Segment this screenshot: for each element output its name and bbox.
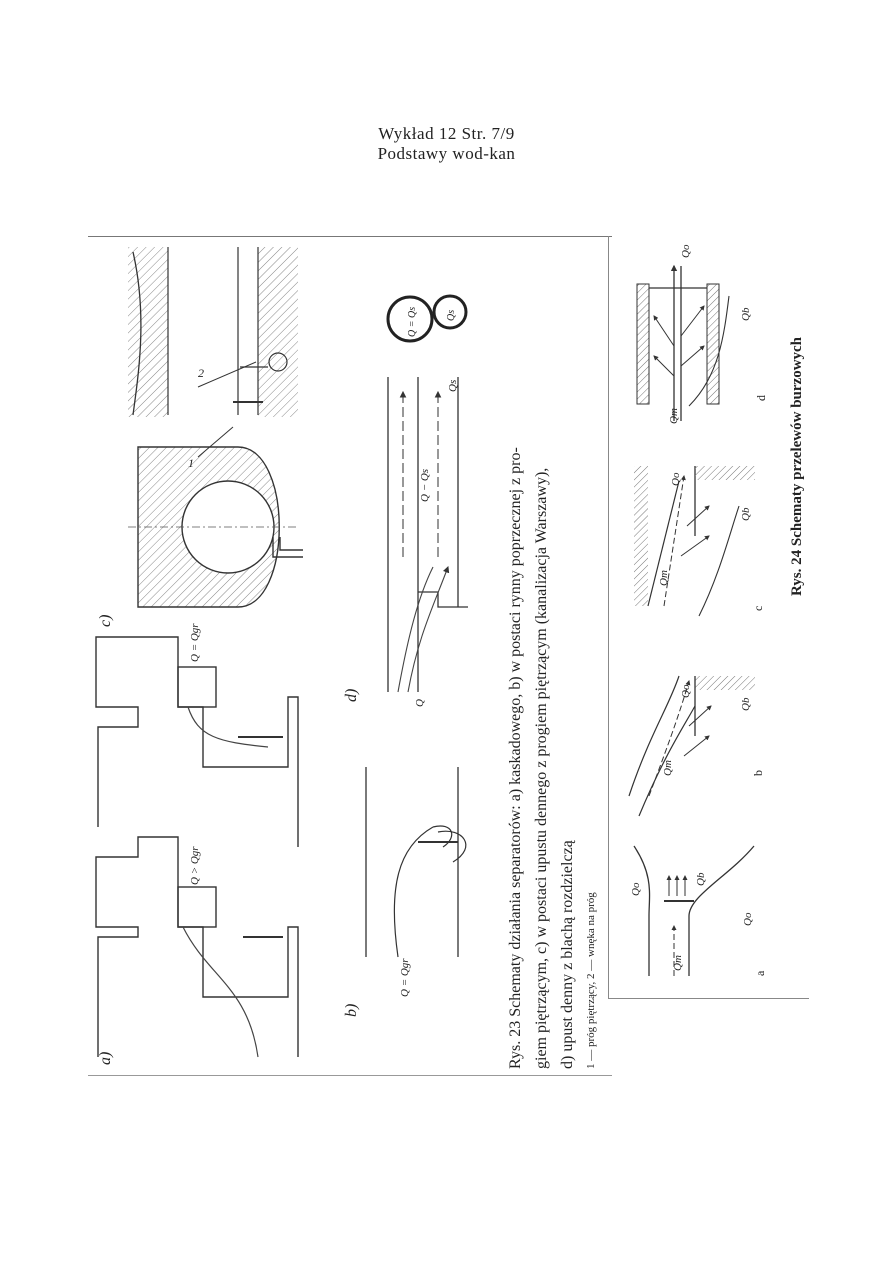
lecture-page-label: Wykład 12 Str. 7/9 (378, 124, 515, 143)
fig24-a-qb: Qb (695, 872, 707, 886)
figure-24-drawing: Rys. 24 Schematy przelewów burzowych Qo … (628, 244, 805, 976)
fig24-b: Qo Qm Qb b (628, 675, 765, 817)
panel-a: a) Q > Qgr Q = Qgr (95, 623, 299, 1065)
fig24-a-qo-left: Qo (630, 882, 642, 896)
panel-c-label: c) (97, 615, 114, 627)
figure-24: Rys. 24 Schematy przelewów burzowych Qo … (608, 236, 809, 999)
fig24-d-qm: Qm (668, 408, 680, 424)
fig24-a-qo-right: Qo (742, 912, 754, 926)
fig24-c-label: c (751, 606, 765, 611)
panel-c: c) 1 2 (97, 247, 303, 627)
fig24-a-qm: Qm (672, 955, 684, 971)
panel-d-label: d) (343, 689, 360, 702)
flow-label-b: Q = Qgr (399, 958, 411, 997)
page-header: Wykład 12 Str. 7/9 Podstawy wod-kan (0, 124, 893, 164)
caption-line-2: giem piętrzącym, c) w postaci upustu den… (533, 468, 550, 1069)
fig24-a-label: a (753, 970, 767, 976)
fig24-c: Qo Qm Qb c (634, 466, 765, 617)
flow-label-d-in: Q (414, 699, 426, 707)
figure-24-caption: Rys. 24 Schematy przelewów burzowych (789, 336, 805, 596)
panel-a-label: a) (97, 1052, 114, 1065)
panel-b-label: b) (343, 1004, 360, 1017)
flow-label-d-mid: Q − Qs (419, 469, 431, 502)
fig24-d: Qo Qm Qb d (636, 244, 768, 424)
fig24-b-qo: Qo (680, 684, 692, 698)
fig24-d-qb: Qb (740, 307, 752, 321)
flow-label-d-out: Qs (447, 380, 459, 392)
fig24-a: Qo Qb Qo Qm a (630, 845, 767, 976)
flow-label-a1: Q > Qgr (189, 846, 201, 885)
number-2: 2 (198, 366, 204, 380)
fig24-c-qb: Qb (740, 507, 752, 521)
panel-d: d) Q Q − Qs Qs Q = Qs Qs (343, 294, 468, 707)
flow-label-a2: Q = Qgr (189, 623, 201, 662)
caption-line-1: Rys. 23 Schematy działania separatorów: … (507, 447, 524, 1069)
panel-b: b) Q = Qgr (343, 767, 467, 1017)
figure-23: Rys. 23 Schematy działania separatorów: … (88, 236, 612, 1076)
circle-label-2: Qs (446, 310, 457, 321)
fig24-b-qb: Qb (740, 697, 752, 711)
fig24-b-qm: Qm (662, 760, 674, 776)
figure-23-caption: Rys. 23 Schematy działania separatorów: … (507, 447, 597, 1069)
fig24-d-label: d (754, 395, 768, 401)
fig24-b-label: b (751, 770, 765, 776)
number-1: 1 (188, 456, 194, 470)
course-title: Podstawy wod-kan (377, 144, 516, 163)
figure-23-drawing: Rys. 23 Schematy działania separatorów: … (95, 247, 597, 1069)
fig24-d-qo: Qo (680, 244, 692, 258)
figure-24-caption-text: Rys. 24 Schematy przelewów burzowych (789, 336, 805, 596)
caption-line-3: d) upust denny z blachą rozdzielczą (559, 839, 576, 1069)
fig24-c-qm: Qm (658, 570, 670, 586)
fig24-c-qo: Qo (670, 472, 682, 486)
circle-label-1: Q = Qs (407, 307, 418, 337)
caption-legend: 1 — próg piętrzący, 2 — wnęka na próg (585, 892, 597, 1069)
